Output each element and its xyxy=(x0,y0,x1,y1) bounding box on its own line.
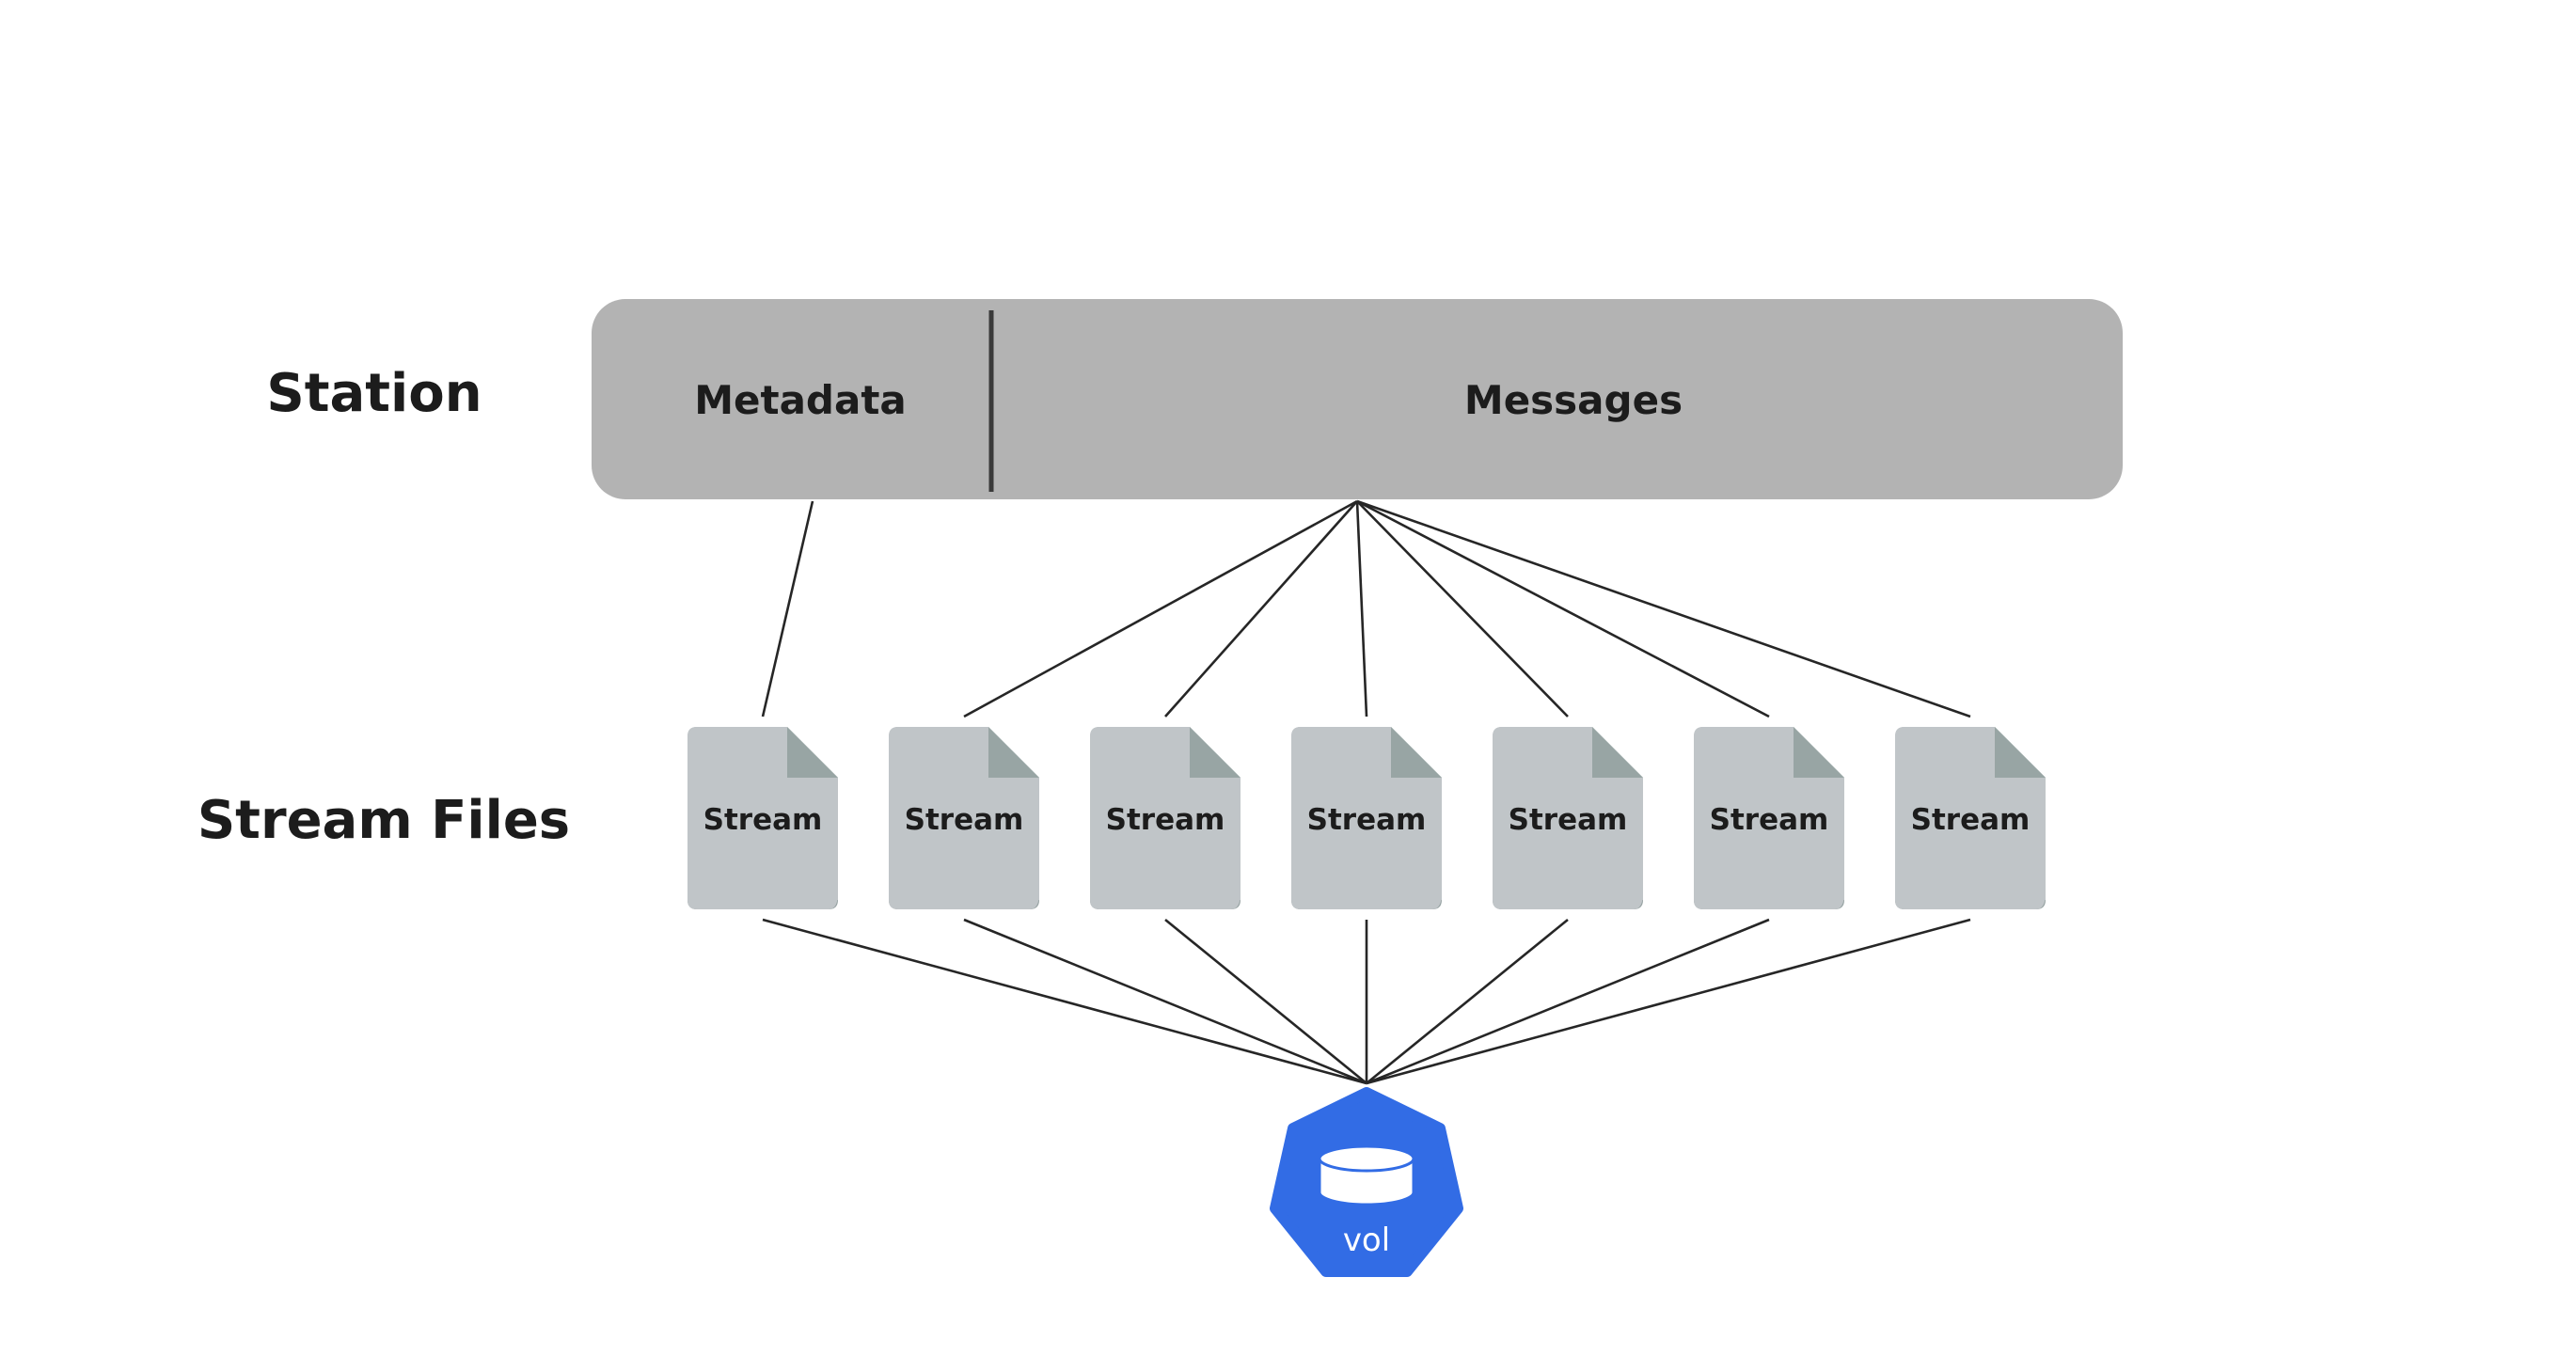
file-fold-corner xyxy=(1995,727,2046,778)
stream-files-group: Stream Stream Stream Stream Stream Stream Stre… xyxy=(687,727,2046,909)
volume-link xyxy=(963,918,1367,1085)
file-fold-corner xyxy=(988,727,1039,778)
station-row-label: Station xyxy=(266,363,482,424)
file-fold-corner xyxy=(787,727,838,778)
station-block: Metadata Messages xyxy=(592,299,2123,499)
volume-link xyxy=(762,918,1367,1085)
messages-link xyxy=(1164,500,1358,718)
volume-link xyxy=(1366,918,1770,1085)
file-fold-corner xyxy=(1190,727,1241,778)
stream-file: Stream xyxy=(1090,727,1241,909)
volume-icon: vol xyxy=(1270,1087,1463,1277)
file-fold-corner xyxy=(1592,727,1643,778)
file-fold-corner xyxy=(1794,727,1844,778)
stream-file: Stream xyxy=(1493,727,1643,909)
volume-label: vol xyxy=(1343,1222,1390,1259)
stream-file-label: Stream xyxy=(1307,803,1427,837)
station-background xyxy=(592,299,2123,499)
messages-link xyxy=(1356,500,1569,718)
stream-file: Stream xyxy=(1895,727,2046,909)
stream-file: Stream xyxy=(687,727,838,909)
database-icon xyxy=(1318,1144,1415,1206)
file-fold-corner xyxy=(1391,727,1442,778)
volume-link xyxy=(1164,918,1367,1085)
volume-link xyxy=(1366,918,1971,1085)
stream-file-label: Stream xyxy=(1509,803,1628,837)
messages-link xyxy=(963,499,1358,718)
stream-file: Stream xyxy=(1694,727,1844,909)
connector-lines xyxy=(761,499,1971,1085)
metadata-section-label: Metadata xyxy=(694,377,907,423)
messages-link xyxy=(1356,499,1971,718)
stream-file: Stream xyxy=(889,727,1039,909)
stream-file-label: Stream xyxy=(1911,803,2031,837)
stream-file: Stream xyxy=(1291,727,1442,909)
stream-file-label: Stream xyxy=(703,803,823,837)
messages-section-label: Messages xyxy=(1464,377,1683,423)
volume-link xyxy=(1366,918,1569,1085)
stream-file-label: Stream xyxy=(1710,803,1829,837)
metadata-link xyxy=(761,500,814,718)
messages-link xyxy=(1356,499,1770,718)
stream-files-row-label: Stream Files xyxy=(198,790,570,851)
messages-link xyxy=(1355,500,1368,718)
stream-file-label: Stream xyxy=(1106,803,1225,837)
stream-file-label: Stream xyxy=(905,803,1024,837)
